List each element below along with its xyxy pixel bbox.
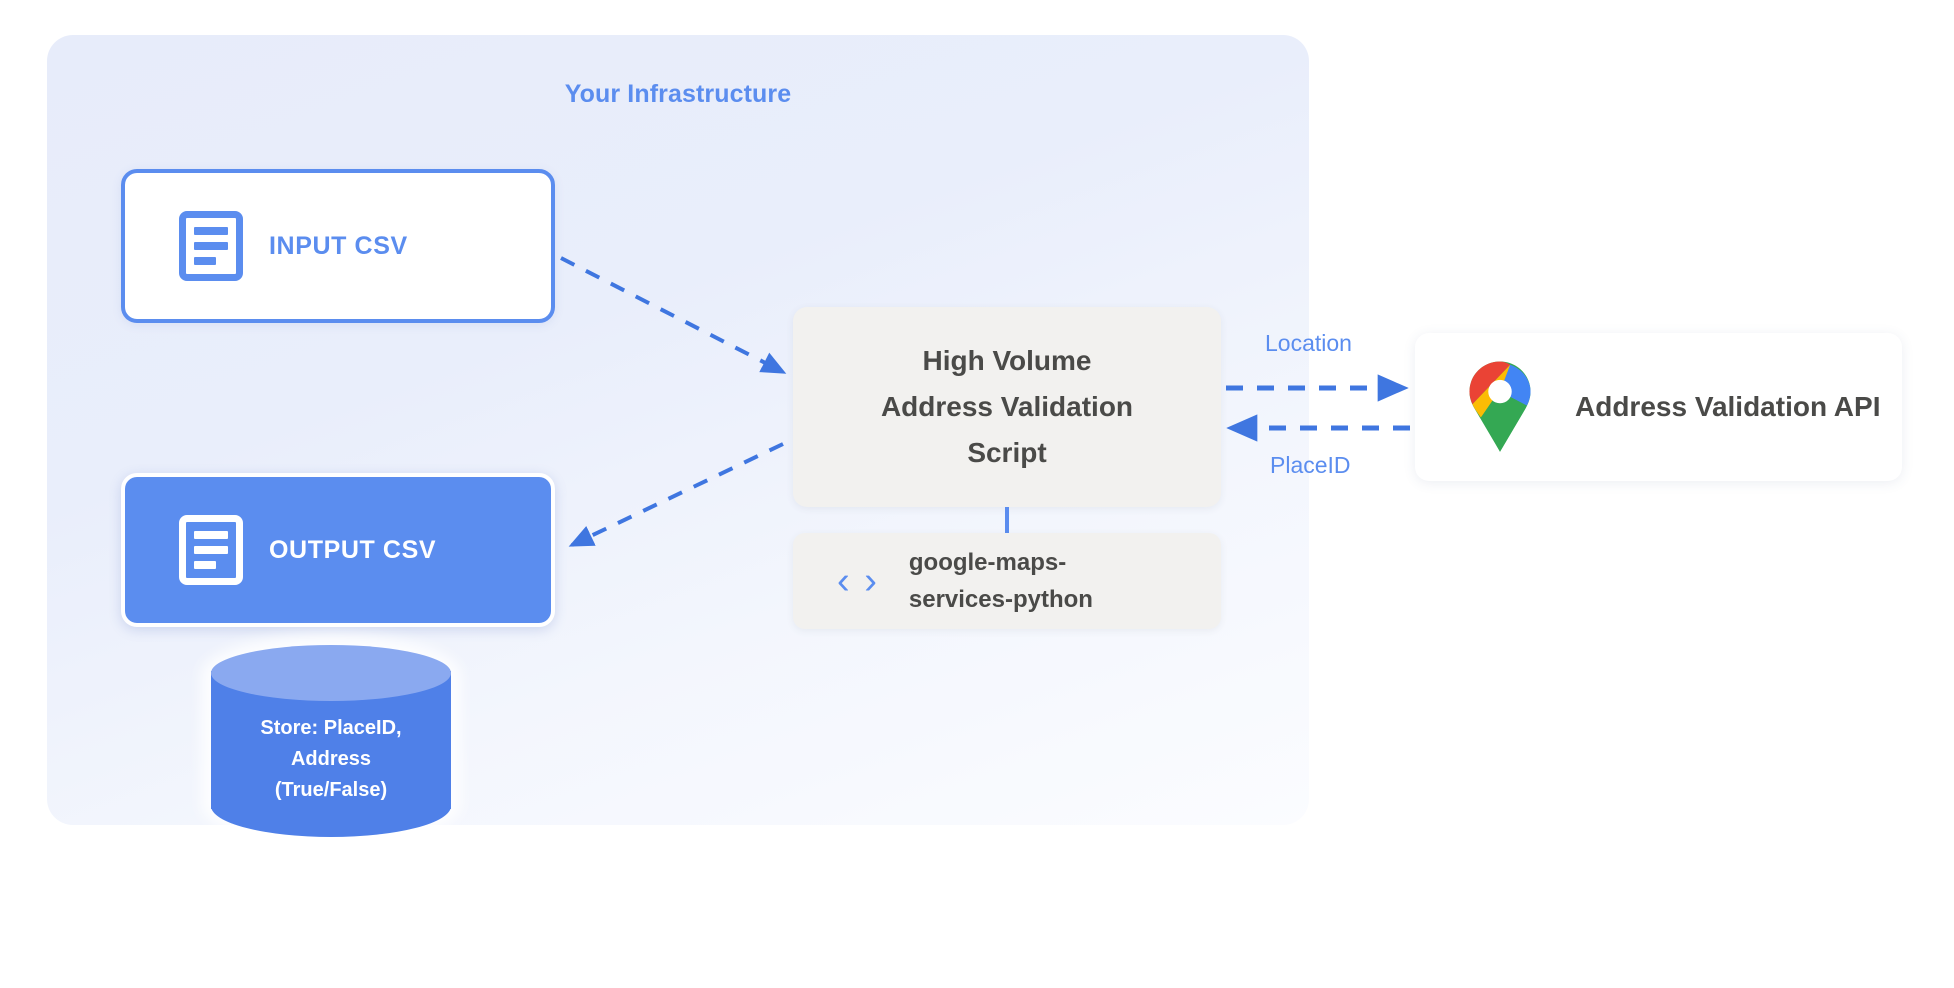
node-output-csv[interactable]: OUTPUT CSV xyxy=(121,473,555,627)
node-client-library[interactable]: ‹ › google-maps- services-python xyxy=(793,533,1221,629)
db-label: Store: PlaceID, Address (True/False) xyxy=(211,713,451,806)
node-database-store[interactable]: Store: PlaceID, Address (True/False) xyxy=(201,635,461,845)
edge-label-location: Location xyxy=(1265,330,1352,356)
library-line-2: services-python xyxy=(908,586,1093,613)
edge-label-placeid: PlaceID xyxy=(1270,452,1351,478)
code-brackets-icon: ‹ › xyxy=(837,560,879,602)
script-line-1: High Volume xyxy=(922,345,1092,376)
input-csv-label: INPUT CSV xyxy=(269,231,408,260)
document-icon xyxy=(179,211,243,281)
library-line-1: google-maps- xyxy=(908,549,1067,576)
edge-script-to-library xyxy=(1005,507,1009,535)
db-line-3: (True/False) xyxy=(274,779,388,801)
edge-script-to-output xyxy=(568,442,784,547)
document-icon xyxy=(179,515,243,585)
script-line-2: Address Validation xyxy=(880,391,1134,422)
node-validation-script[interactable]: High Volume Address Validation Script xyxy=(793,307,1221,507)
node-input-csv[interactable]: INPUT CSV xyxy=(121,169,555,323)
library-label: google-maps- services-python xyxy=(909,544,1093,618)
node-address-validation-api[interactable]: Address Validation API xyxy=(1415,333,1902,481)
edge-input-to-script xyxy=(560,256,787,374)
db-top-ellipse xyxy=(211,645,451,701)
google-maps-pin-icon xyxy=(1469,361,1531,452)
output-csv-label: OUTPUT CSV xyxy=(269,535,437,564)
db-line-1: Store: PlaceID, xyxy=(260,717,402,739)
api-label: Address Validation API xyxy=(1575,391,1881,422)
script-line-3: Script xyxy=(967,437,1047,468)
db-line-2: Address xyxy=(290,748,372,770)
panel-title: Your Infrastructure xyxy=(564,80,792,108)
